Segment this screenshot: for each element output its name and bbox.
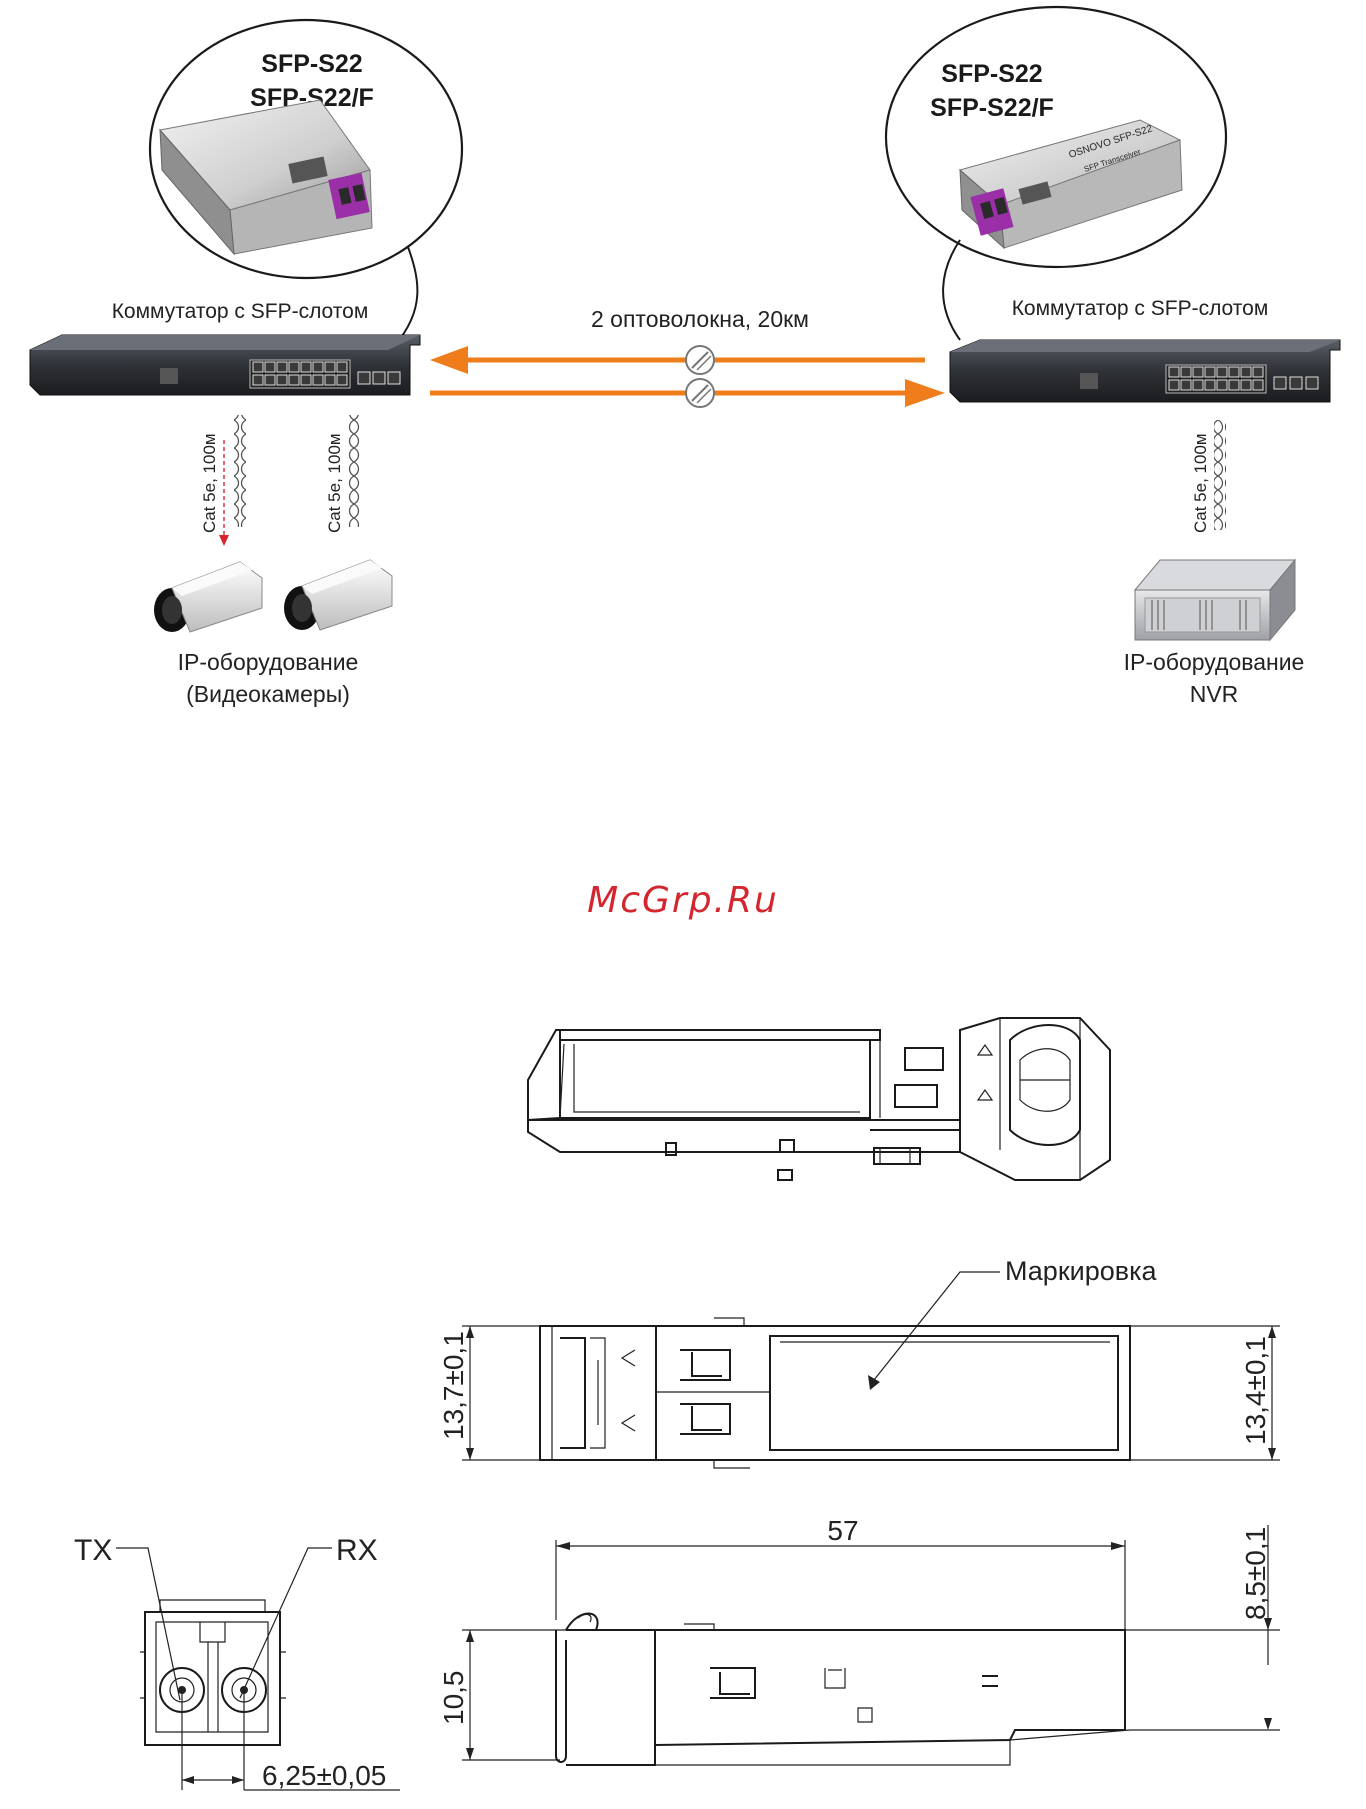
left-switch-label: Коммутатор с SFP-слотом xyxy=(112,300,369,323)
dim-pitch: 6,25±0,05 xyxy=(262,1760,386,1791)
right-sfp-callout: SFP-S22 SFP-S22/F OSNOVO SFP-S22 SFP Tra… xyxy=(884,5,1228,341)
watermark: McGrp.Ru xyxy=(587,880,779,921)
left-cable-2: Cat 5e, 100м xyxy=(325,415,360,533)
left-cable-1: Cat 5e, 100м xyxy=(200,415,246,546)
tx-label: TX xyxy=(74,1534,112,1567)
left-module-model: SFP-S22 xyxy=(261,50,362,78)
right-cable-label: Cat 5e, 100м xyxy=(1191,433,1210,533)
right-equipment-sublabel: NVR xyxy=(1190,681,1239,707)
sfp-front-view: TX RX 6,25±0,05 xyxy=(74,1534,400,1791)
dim-left-height: 13,7±0,1 xyxy=(438,1331,469,1440)
right-module-model: SFP-S22 xyxy=(941,60,1042,88)
left-switch-icon xyxy=(29,334,421,396)
dim-length: 57 xyxy=(827,1515,858,1546)
rx-label: RX xyxy=(336,1534,378,1567)
sfp-isometric-view xyxy=(527,1017,1111,1181)
left-equipment-sublabel: (Видеокамеры) xyxy=(186,681,350,707)
sfp-side-view: 57 8,5±0,1 10,5 xyxy=(438,1515,1280,1766)
right-module-model-f: SFP-S22/F xyxy=(930,94,1054,122)
right-cable: Cat 5e, 100м xyxy=(1191,420,1226,533)
ip-camera-icon xyxy=(284,559,393,631)
nvr-server-icon xyxy=(1133,558,1297,642)
left-cable-2-label: Cat 5e, 100м xyxy=(325,433,344,533)
left-equipment-label: IP-оборудование xyxy=(178,649,359,675)
left-sfp-module-icon xyxy=(159,99,373,256)
dim-height-side: 10,5 xyxy=(438,1671,469,1726)
ip-camera-icon xyxy=(154,561,263,633)
right-switch-label: Коммутатор с SFP-слотом xyxy=(1012,297,1269,320)
marking-leader-line xyxy=(869,1271,1000,1386)
fiber-arrows xyxy=(430,345,945,408)
left-sfp-callout: SFP-S22 SFP-S22/F xyxy=(148,18,464,346)
right-equipment-label: IP-оборудование xyxy=(1124,649,1305,675)
dim-height-top: 8,5±0,1 xyxy=(1240,1527,1271,1620)
sfp-top-view: 13,7±0,1 13,4±0,1 xyxy=(438,1317,1280,1469)
fiber-label: 2 оптоволокна, 20км xyxy=(591,306,809,332)
marking-label: Маркировка xyxy=(1005,1256,1158,1286)
dim-right-height: 13,4±0,1 xyxy=(1240,1336,1271,1445)
right-switch-icon xyxy=(949,339,1341,403)
left-cable-1-label: Cat 5e, 100м xyxy=(200,433,219,533)
